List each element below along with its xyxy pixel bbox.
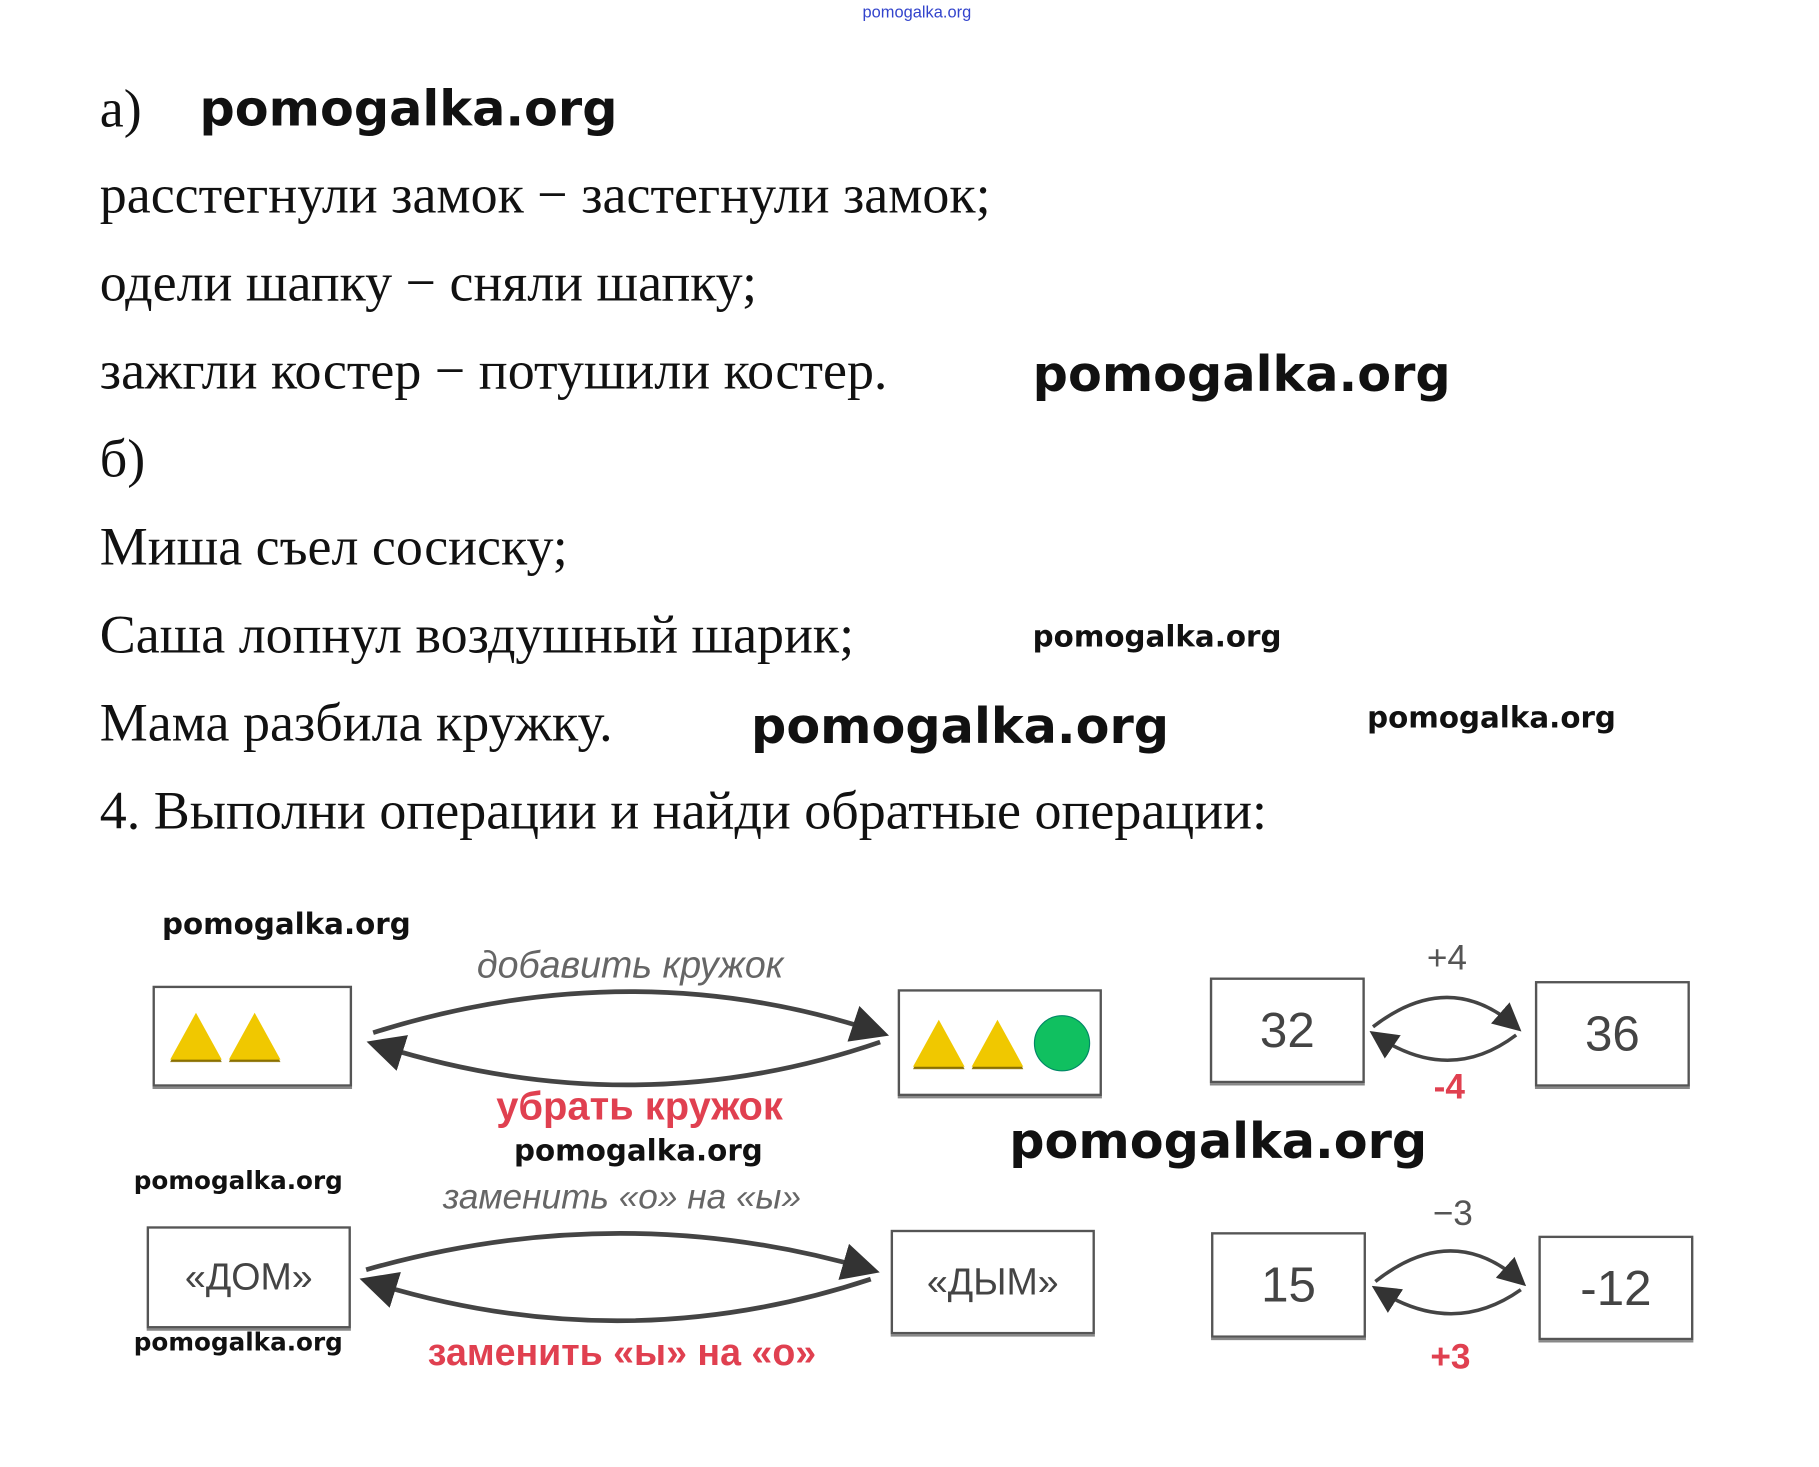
text-line: Миша съел сосиску; [99,516,568,577]
arrow-forward [365,1231,880,1280]
text-line: Мама разбила кружку. [99,692,613,753]
triangle-icon [912,1019,965,1067]
circle-icon [1033,1014,1091,1071]
arrow-backward [359,1272,872,1324]
shapes-box-before [152,985,353,1087]
number: 32 [1259,1002,1315,1058]
op-forward-label: заменить «о» на «ы» [442,1178,802,1217]
watermark: pomogalka.org [133,1328,343,1357]
watermark: pomogalka.org [199,79,618,138]
text-line: 4. Выполни операции и найди обратные опе… [99,780,1267,841]
triangle-icon [971,1019,1024,1067]
triangle-icon [228,1012,281,1060]
watermark: pomogalka.org [161,907,411,942]
word: «ДОМ» [184,1255,313,1298]
text-line: Саша лопнул воздушный шарик; [99,604,855,665]
watermark: pomogalka.org [1032,619,1282,654]
text-line: одели шапку − сняли шапку; [99,252,757,313]
text-line: б) [99,428,146,489]
word: «ДЫМ» [926,1260,1059,1303]
num-forward-label: +4 [1426,938,1468,978]
watermark: pomogalka.org [1009,1112,1428,1170]
op-backward-label: заменить «ы» на «о» [427,1330,817,1373]
watermark: pomogalka.org [1032,345,1451,403]
num-forward-label: −3 [1432,1194,1473,1234]
top-link[interactable]: pomogalka.org [862,2,972,22]
number: 36 [1584,1005,1640,1061]
watermark: pomogalka.org [1367,700,1616,735]
word-box: «ДОМ» [146,1226,351,1329]
word-box: «ДЫМ» [890,1229,1095,1335]
triangle-icon [170,1012,222,1060]
op-forward-label: добавить кружок [476,943,784,986]
num-backward-label: -4 [1433,1067,1465,1107]
num-backward-label: +3 [1430,1337,1471,1377]
arrow-forward [372,989,890,1042]
text-line: а) [99,78,142,139]
number-box: 15 [1211,1232,1366,1338]
arrow-forward [1374,1249,1527,1287]
arrow-forward [1371,995,1522,1032]
number-box: 36 [1534,981,1690,1087]
op-backward-label: убрать кружок [496,1084,783,1129]
number: -12 [1580,1259,1652,1315]
watermark: pomogalka.org [513,1133,763,1168]
number: 15 [1261,1256,1316,1312]
text-line: зажгли костер − потушили костер. [99,340,888,401]
number-box: 32 [1209,977,1365,1084]
text-line: расстегнули замок − застегнули замок; [99,164,991,225]
shapes-box-after [897,989,1102,1097]
watermark: pomogalka.org [751,697,1170,755]
arrow-backward [1371,1285,1522,1316]
arrow-backward [366,1035,881,1088]
number-box: -12 [1538,1235,1694,1341]
watermark: pomogalka.org [133,1166,343,1195]
arrow-backward [1369,1031,1518,1062]
